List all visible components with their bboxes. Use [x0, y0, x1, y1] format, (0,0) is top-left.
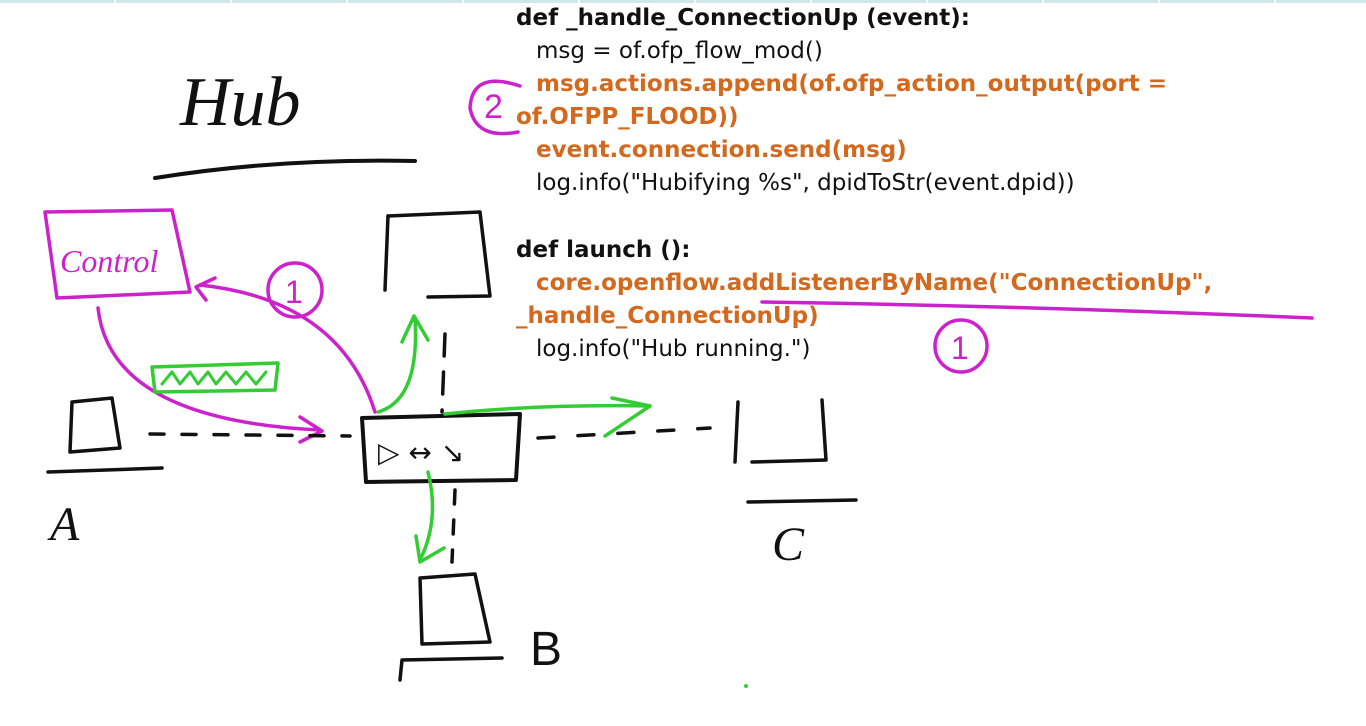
host-b-base: [398, 656, 504, 682]
code-log-hub-running: log.info("Hub running."): [536, 336, 811, 362]
green-arrow-up-head: [400, 314, 430, 344]
green-arrow-right: [443, 403, 652, 416]
switch-label: ▷ ↔ ↘: [378, 436, 464, 469]
host-a-label: A: [47, 498, 80, 551]
green-arrow-up: [376, 316, 418, 414]
switch-to-controller-arrow: [198, 283, 377, 414]
host-top-screen: [386, 210, 492, 299]
code-send-line: event.connection.send(msg): [536, 137, 907, 163]
controller-label: Control: [60, 243, 159, 279]
code-msg-line: msg = of.ofp_flow_mod(): [536, 38, 823, 64]
host-a-screen: [68, 396, 122, 454]
host-a-base: [46, 466, 164, 474]
host-top-left: [383, 214, 390, 292]
link-top-switch: [440, 332, 447, 414]
message-packet-block: [150, 361, 280, 394]
code-def-handle-connectionup: def _handle_ConnectionUp (event):: [516, 5, 970, 31]
code-append-line-2: of.OFPP_FLOOD)): [516, 104, 739, 130]
annotation-circle-1-right: [933, 318, 989, 374]
hub-underline: [153, 158, 417, 180]
hub-title: Hub: [179, 64, 301, 141]
annotation-circle-1-left: [266, 261, 324, 319]
annotation-1-right-label: 1: [951, 330, 969, 366]
stray-mark: [744, 684, 748, 688]
code-log-hubifying: log.info("Hubifying %s", dpidToStr(event…: [536, 170, 1075, 196]
annotation-circle-2: [468, 79, 522, 136]
link-switch-c: [536, 426, 712, 440]
link-switch-b: [450, 488, 457, 564]
code-def-launch: def launch ():: [516, 237, 691, 263]
switch-to-controller-arrowhead: [194, 276, 217, 302]
host-c-base: [746, 498, 858, 504]
host-c-label: C: [772, 518, 805, 571]
controller-box: [43, 208, 192, 300]
link-a-switch: [148, 432, 352, 438]
host-c-screen: [733, 398, 828, 464]
green-arrow-down: [418, 470, 435, 562]
message-packet-scribble: [160, 370, 268, 386]
controller-to-switch-arrowhead: [298, 415, 324, 444]
green-arrow-down-head: [414, 534, 446, 564]
controller-to-switch-arrow: [96, 306, 322, 432]
annotation-2-label: 2: [484, 88, 503, 126]
annotation-1-left-label: 1: [285, 274, 303, 310]
host-b-label: B: [530, 623, 562, 676]
top-strip: [0, 0, 1366, 3]
green-arrow-right-head: [603, 396, 652, 438]
listener-underline: [760, 300, 1314, 320]
switch-box: [360, 412, 522, 484]
host-b-screen: [418, 572, 492, 646]
code-append-line-1: msg.actions.append(of.ofp_action_output(…: [536, 71, 1168, 97]
code-listener-line-1: core.openflow.addListenerByName("Connect…: [536, 270, 1213, 296]
code-listener-line-2: _handle_ConnectionUp): [516, 303, 819, 329]
